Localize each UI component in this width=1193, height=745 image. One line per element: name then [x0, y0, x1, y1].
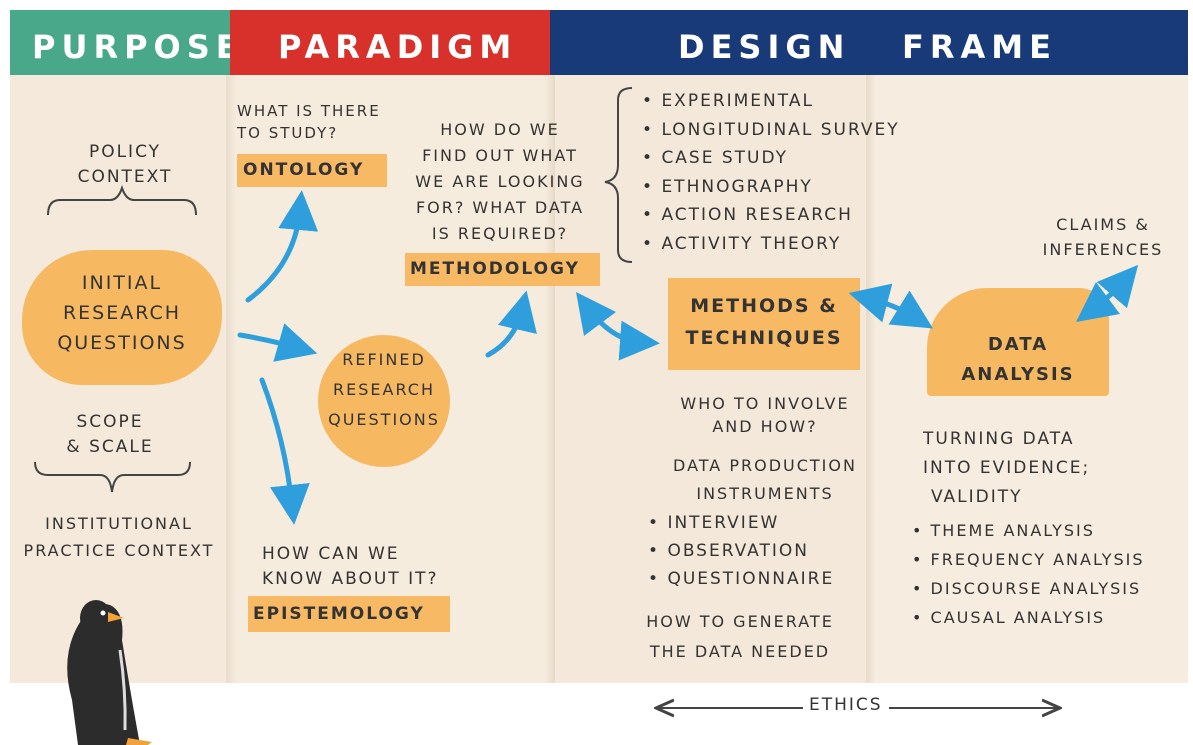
methodology-label: METHODOLOGY: [410, 259, 580, 279]
text-line: PRACTICE CONTEXT: [23, 541, 215, 560]
list-item: DISCOURSE ANALYSIS: [912, 574, 1145, 603]
text-line: FOR? WHAT DATA: [415, 198, 585, 217]
refined-questions-circle: [318, 335, 450, 467]
text-line: RESEARCH: [333, 380, 435, 399]
initial-questions-cloud: [22, 250, 222, 385]
brace-icon: [34, 461, 191, 493]
list-item: CASE STUDY: [642, 144, 900, 173]
text-line: CLAIMS &: [1056, 215, 1150, 234]
arrow-icon: [1076, 264, 1139, 323]
initial-questions-label: INITIAL RESEARCH QUESTIONS: [22, 268, 222, 358]
text-line: HOW CAN WE: [262, 544, 400, 564]
text-line: QUESTIONS: [328, 410, 440, 429]
text-line: INSTITUTIONAL: [45, 514, 193, 533]
list-item: ETHNOGRAPHY: [642, 173, 900, 202]
arrow-icon: [259, 377, 310, 525]
epistemology-label: EPISTEMOLOGY: [253, 604, 425, 624]
purpose-header: PURPOSE: [10, 10, 238, 75]
arrow-icon: [575, 292, 660, 361]
text-line: TECHNIQUES: [685, 327, 843, 349]
brace-icon: [604, 87, 633, 263]
text-line: INSTRUMENTS: [696, 484, 834, 503]
design-frame-header: DESIGN FRAME: [550, 10, 1188, 75]
list-item: LONGITUDINAL SURVEY: [642, 116, 900, 145]
who-to-involve: WHO TO INVOLVE AND HOW?: [640, 392, 890, 438]
refined-questions-label: REFINED RESEARCH QUESTIONS: [318, 345, 450, 435]
arrow-icon: [245, 190, 319, 303]
analysis-list: THEME ANALYSIS FREQUENCY ANALYSIS DISCOU…: [912, 516, 1145, 632]
text-line: INTO EVIDENCE;: [923, 458, 1091, 478]
list-item: ACTIVITY THEORY: [642, 230, 900, 259]
brace-icon: [47, 184, 197, 216]
text-line: VALIDITY: [931, 487, 1023, 507]
list-item: EXPERIMENTAL: [642, 87, 900, 116]
text-line: FIND OUT WHAT: [422, 146, 578, 165]
text-line: INITIAL: [81, 272, 163, 294]
paradigm-header: PARADIGM: [230, 10, 550, 75]
design-title: DESIGN: [678, 28, 851, 66]
text-line: THE DATA NEEDED: [649, 642, 831, 661]
text-line: IS REQUIRED?: [431, 224, 569, 243]
list-item: ACTION RESEARCH: [642, 201, 900, 230]
text-line: SCOPE: [76, 412, 144, 432]
text-line: WHO TO INVOLVE: [680, 394, 850, 413]
how-can-we-know: HOW CAN WE KNOW ABOUT IT?: [262, 542, 438, 592]
design-list: EXPERIMENTAL LONGITUDINAL SURVEY CASE ST…: [642, 87, 900, 258]
data-production: DATA PRODUCTION INSTRUMENTS: [640, 452, 890, 508]
ethics-label: ETHICS: [803, 693, 889, 718]
fold-shadow: [226, 18, 236, 683]
fold-shadow: [545, 18, 555, 683]
text-line: ANALYSIS: [961, 364, 1075, 385]
text-line: CONTEXT: [77, 167, 173, 187]
arrow-icon: [848, 283, 934, 329]
scope-scale: SCOPE & SCALE: [30, 410, 190, 460]
text-line: HOW TO GENERATE: [646, 612, 834, 631]
how-do-we-find-out: HOW DO WE FIND OUT WHAT WE ARE LOOKING F…: [405, 117, 595, 247]
text-line: RESEARCH: [62, 302, 182, 324]
text-line: WE ARE LOOKING: [415, 172, 585, 191]
instrument-list: INTERVIEW OBSERVATION QUESTIONNAIRE: [648, 509, 834, 593]
text-line: POLICY: [88, 142, 162, 162]
fold-shadow: [866, 18, 876, 683]
text-line: TURNING DATA: [923, 429, 1075, 449]
methods-box: [668, 278, 860, 370]
list-item: THEME ANALYSIS: [912, 516, 1145, 545]
paradigm-title: PARADIGM: [278, 28, 518, 66]
list-item: QUESTIONNAIRE: [648, 565, 834, 593]
penguin-icon: [67, 600, 152, 745]
list-item: FREQUENCY ANALYSIS: [912, 545, 1145, 574]
list-item: INTERVIEW: [648, 509, 834, 537]
text-line: & SCALE: [66, 437, 154, 457]
claims-inferences: CLAIMS & INFERENCES: [1028, 212, 1178, 262]
data-analysis-label: DATA ANALYSIS: [927, 330, 1109, 390]
text-line: TO STUDY?: [237, 124, 339, 142]
text-line: INFERENCES: [1042, 240, 1164, 259]
ontology-highlight: [237, 154, 387, 187]
epistemology-highlight: [248, 596, 450, 632]
policy-context: POLICY CONTEXT: [45, 140, 205, 190]
text-line: QUESTIONS: [57, 332, 187, 354]
purpose-title: PURPOSE: [32, 28, 244, 66]
text-line: REFINED: [342, 350, 426, 369]
list-item: CAUSAL ANALYSIS: [912, 603, 1145, 632]
turning-data: TURNING DATA INTO EVIDENCE; VALIDITY: [923, 425, 1090, 512]
how-to-generate: HOW TO GENERATE THE DATA NEEDED: [620, 607, 860, 667]
text-line: AND HOW?: [712, 417, 818, 436]
ontology-label: ONTOLOGY: [243, 160, 365, 180]
what-is-there: WHAT IS THERE TO STUDY?: [237, 100, 381, 144]
text-line: HOW DO WE: [440, 120, 560, 139]
methodology-highlight: [405, 253, 600, 286]
text-line: METHODS &: [690, 295, 838, 317]
arrow-icon: [485, 290, 537, 358]
text-line: DATA PRODUCTION: [673, 456, 857, 475]
methods-label: METHODS & TECHNIQUES: [668, 290, 860, 354]
text-line: DATA: [987, 334, 1049, 355]
arrow-icon: [237, 323, 318, 362]
text-line: KNOW ABOUT IT?: [262, 569, 439, 589]
text-line: WHAT IS THERE: [237, 102, 381, 120]
frame-title: FRAME: [902, 28, 1057, 66]
list-item: OBSERVATION: [648, 537, 834, 565]
institutional-context: INSTITUTIONAL PRACTICE CONTEXT: [14, 510, 224, 564]
